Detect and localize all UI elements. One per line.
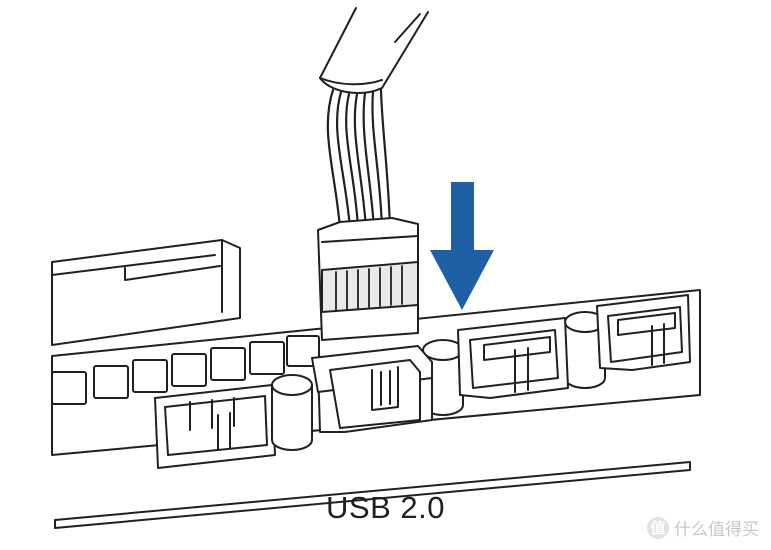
fan-header-mid (457, 317, 569, 399)
capacitor-1 (271, 374, 313, 451)
pcie-slot (51, 239, 241, 346)
usb-plug (317, 217, 419, 341)
chip-row (51, 335, 320, 405)
arrow-down-icon (430, 182, 494, 310)
watermark: 值 什么值得买 (647, 515, 759, 540)
usb-header (311, 345, 433, 433)
diagram-caption: USB 2.0 (326, 490, 445, 525)
fan-header-right (596, 294, 691, 371)
motherboard-edge (54, 461, 691, 529)
watermark-logo-icon: 值 (647, 516, 669, 539)
fan-header-left (154, 384, 276, 469)
wire-bundle (326, 88, 392, 230)
watermark-text: 什么值得买 (674, 520, 759, 540)
cable-sleeve (319, 7, 429, 94)
